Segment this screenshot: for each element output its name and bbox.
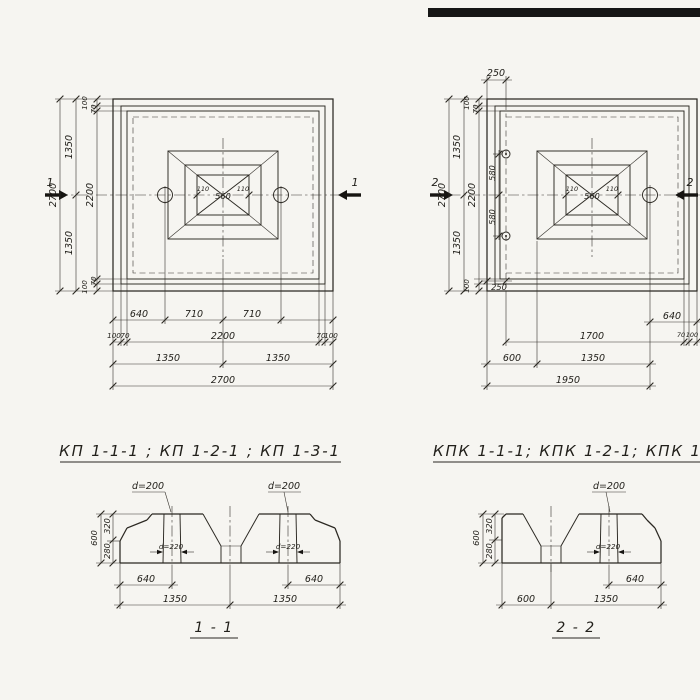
dim-label: 640 (663, 311, 681, 322)
section-mark-1-left: 1 (47, 176, 54, 189)
dim-label: 250 (487, 68, 505, 79)
dim-label: 640 (626, 574, 644, 585)
dim-label: 70 (89, 104, 98, 114)
dim-label: 100 (462, 96, 471, 110)
dim-label: 280 (102, 543, 112, 559)
dim-label: 640 (305, 574, 323, 585)
dim-label: 280 (484, 543, 494, 559)
dim-label: 70 (471, 104, 480, 114)
plan-right-dimensions: 2 2 250 250 580 580 2700 1350 1350 2200 … (430, 68, 700, 390)
dim-label: 70 (677, 331, 685, 339)
dim-label: 1350 (163, 594, 187, 605)
dim-label: 100 (80, 280, 89, 294)
plan-view-left (57, 98, 358, 292)
dim-label: 1950 (556, 375, 580, 386)
dim-label: 2200 (211, 331, 235, 342)
dim-label: 600 (89, 530, 99, 546)
dim-label: 110 (606, 185, 618, 193)
dim-label: d=220 (596, 542, 621, 551)
section-arrow-icon (444, 190, 453, 200)
section-view-1-1: КП 1-1-1 ; КП 1-2-1 ; КП 1-3-1 d=200 d=2… (59, 442, 346, 639)
dim-label: 100 (324, 331, 338, 340)
dim-label: 2700 (211, 375, 235, 386)
dim-label: 1350 (581, 353, 605, 364)
sleeve-hole-right (278, 513, 281, 564)
sleeve-hole (599, 513, 602, 564)
dim-label: 1350 (452, 135, 463, 159)
plan-left-dimensions: 1 1 2700 1350 1350 2200 100 70 70 100 11… (45, 95, 361, 390)
mark-series-title-kpk: КПК 1-1-1; КПК 1-2-1; КПК 1-3-1 (433, 442, 700, 460)
dim-label: 2700 (48, 183, 59, 207)
dim-label: 710 (185, 309, 203, 320)
dim-label: 70 (120, 331, 130, 340)
dim-label: 560 (215, 191, 231, 201)
dim-label: d=200 (132, 481, 164, 492)
dim-label: 1350 (594, 594, 618, 605)
mark-series-title-kp: КП 1-1-1 ; КП 1-2-1 ; КП 1-3-1 (59, 442, 341, 460)
dim-label: 600 (503, 353, 521, 364)
dim-label: 600 (471, 530, 481, 546)
section-mark-2-left: 2 (432, 176, 439, 189)
section-arrow-icon (59, 190, 68, 200)
section-arrow-icon (338, 190, 347, 200)
dim-label: 580 (487, 165, 497, 181)
dim-label: 2700 (437, 183, 448, 207)
dim-label: 1700 (580, 331, 604, 342)
view-label-2-2: 2 - 2 (556, 620, 595, 636)
dim-label: 110 (566, 185, 578, 193)
dim-label: 110 (197, 185, 209, 193)
section-view-2-2: КПК 1-1-1; КПК 1-2-1; КПК 1-3-1 d=200 60… (433, 442, 700, 639)
section-arrow-icon (675, 190, 684, 200)
dim-label: 100 (462, 279, 471, 293)
view-label-1-1: 1 - 1 (194, 620, 233, 636)
dim-label: 1350 (64, 135, 75, 159)
dim-label: 110 (237, 185, 249, 193)
section-mark-1-right: 1 (352, 176, 359, 189)
dim-label: 2200 (85, 183, 96, 207)
dim-label: 100 (686, 331, 698, 339)
dim-label: 560 (584, 191, 600, 201)
dim-label: 250 (491, 282, 507, 292)
top-edge-bar (428, 8, 700, 17)
dim-label: d=200 (593, 481, 625, 492)
dim-label: 70 (316, 331, 326, 340)
dim-label: 1350 (452, 231, 463, 255)
dim-label: 1350 (273, 594, 297, 605)
dim-label: 70 (89, 276, 98, 286)
dim-label: 1350 (156, 353, 180, 364)
dim-label: 710 (243, 309, 261, 320)
dim-label: 320 (484, 518, 494, 534)
dim-label: d=220 (276, 542, 301, 551)
dim-label: 600 (517, 594, 535, 605)
dim-label: 640 (137, 574, 155, 585)
dim-label: d=200 (268, 481, 300, 492)
sleeve-hole-left (162, 513, 165, 564)
section-mark-2-right: 2 (687, 176, 694, 189)
dim-label: d=220 (159, 542, 184, 551)
dim-label: 1350 (64, 231, 75, 255)
dim-label: 640 (130, 309, 148, 320)
dim-label: 1350 (266, 353, 290, 364)
dim-label: 100 (107, 331, 121, 340)
dim-label: 320 (102, 518, 112, 534)
dim-label: 2200 (467, 183, 478, 207)
dim-label: 580 (487, 209, 497, 225)
dim-label: 100 (80, 96, 89, 110)
